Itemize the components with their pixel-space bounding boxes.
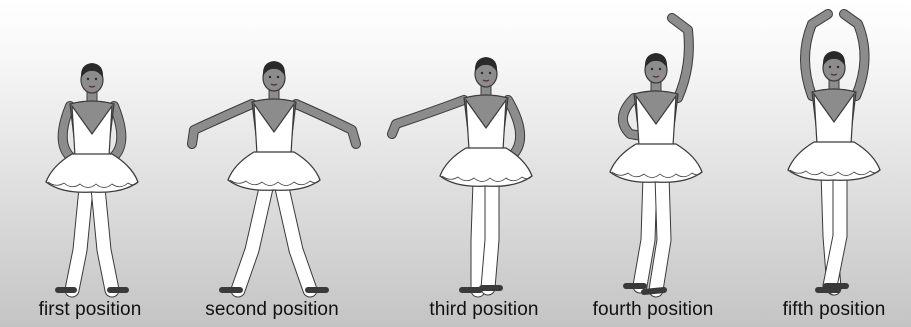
dancer-third-eye-left [481, 72, 483, 74]
dancer-fourth-eye-right [659, 68, 661, 70]
dancer-third-eye-right [489, 72, 491, 74]
dancer-first-position [46, 63, 138, 290]
dancer-first-eye-left [87, 78, 89, 80]
label-fourth-position: fourth position [593, 299, 714, 321]
dancer-third-leg-left [478, 182, 480, 290]
dancer-second-arm-left [192, 104, 252, 144]
dancer-first-eye-right [95, 78, 97, 80]
label-second-position: second position [205, 299, 339, 321]
dancer-fourth-eye-left [651, 68, 653, 70]
dancer-fifth-eye-right [837, 66, 839, 68]
label-third-position: third position [429, 299, 538, 321]
dancer-fifth-eye-left [829, 66, 831, 68]
dancer-second-position [192, 61, 356, 290]
dancer-second-arm-right [296, 104, 356, 144]
dancer-fourth-position [610, 18, 702, 292]
figures-layer [0, 0, 911, 300]
dancer-third-position [392, 57, 532, 290]
dancer-second-eye-left [269, 76, 271, 78]
dancer-second-eye-right [277, 76, 279, 78]
label-fifth-position: fifth position [783, 299, 886, 321]
label-first-position: first position [39, 299, 142, 321]
dancer-fifth-position [788, 14, 880, 290]
dancer-fourth-foot-right [644, 290, 664, 292]
dancer-third-leg-right [488, 182, 492, 288]
